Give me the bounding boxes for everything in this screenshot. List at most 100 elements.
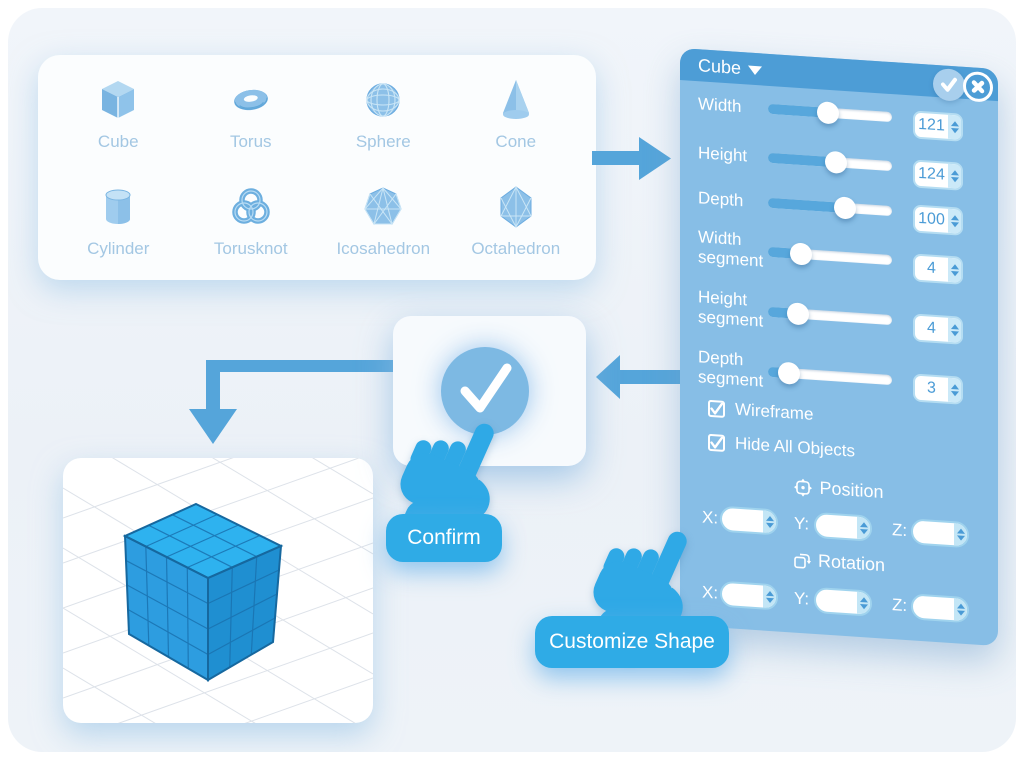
customize-panel: Cube Width 121 Height 124 [680,48,998,647]
icosahedron-icon [359,183,407,231]
slider-label: Height segment [698,287,764,331]
slider-label: Depth segment [698,347,764,391]
cube-3d [122,502,284,682]
depth-segment-slider[interactable] [768,361,892,386]
slider-thumb[interactable] [816,101,839,125]
check-icon [710,436,723,449]
stepper-icon[interactable] [857,516,870,540]
palette-item-octahedron[interactable]: Octahedron [450,168,583,275]
palette-item-cylinder[interactable]: Cylinder [52,168,185,275]
rotation-y-input[interactable] [814,586,872,617]
confirm-button[interactable]: Confirm [386,514,502,562]
shape-label: Cube [97,132,139,152]
viewport-scene [63,458,373,723]
checkbox-label: Wireframe [735,399,814,424]
shape-label: Torus [229,132,272,152]
height-slider[interactable] [768,150,892,175]
depth-slider[interactable] [768,196,892,220]
x-label: X: [702,507,719,528]
slider-thumb[interactable] [786,302,809,326]
palette-item-torus[interactable]: Torus [185,61,318,168]
stepper-icon[interactable] [948,163,961,189]
height-value-input[interactable]: 124 [913,159,963,191]
check-icon [710,402,723,415]
move-icon [794,478,813,497]
width-slider[interactable] [768,101,892,125]
palette-item-torusknot[interactable]: Torusknot [185,168,318,275]
dropdown-caret-icon[interactable] [748,65,762,76]
checkbox-label: Hide All Objects [735,433,855,461]
stepper-icon[interactable] [948,208,961,234]
torusknot-icon [227,183,275,231]
check-icon [941,77,957,92]
width-value-input[interactable]: 121 [913,110,963,142]
shape-label: Icosahedron [336,238,431,258]
slider-row-width-segment: Width segment 4 [680,227,998,285]
section-label: Rotation [817,550,886,576]
confirm-check-button[interactable] [441,347,529,435]
stepper-icon[interactable] [948,317,961,343]
cube-icon [94,76,142,124]
shape-label: Torusknot [213,238,288,258]
cylinder-icon [94,183,142,231]
stepper-icon[interactable] [954,523,967,547]
rotate-icon [794,553,811,568]
panel-close-button[interactable] [963,70,993,103]
stepper-icon[interactable] [763,585,776,609]
rotation-z-input[interactable] [911,593,969,624]
wireframe-row: Wireframe [708,399,813,424]
z-label: Z: [892,520,908,541]
slider-row-width: Width 121 [680,94,998,142]
position-z-input[interactable] [911,518,969,549]
depth-value-input[interactable]: 100 [913,204,963,236]
stepper-icon[interactable] [954,598,967,622]
check-icon [460,363,512,413]
slider-thumb[interactable] [833,196,856,220]
width-segment-input[interactable]: 4 [913,253,963,285]
slider-row-height-segment: Height segment 4 [680,287,998,345]
panel-apply-button[interactable] [933,67,965,102]
height-segment-input[interactable]: 4 [913,313,963,345]
panel-title: Cube [698,55,742,79]
height-segment-slider[interactable] [768,302,892,326]
position-y-input[interactable] [814,511,872,542]
hide-all-objects-row: Hide All Objects [708,433,855,461]
shape-label: Cone [495,132,537,152]
stepper-icon[interactable] [948,377,961,403]
y-label: Y: [794,513,810,534]
y-label: Y: [794,588,810,609]
flow-arrow-right-icon [592,137,671,180]
wireframe-checkbox[interactable] [708,399,725,418]
slider-thumb[interactable] [778,361,801,385]
slider-label: Width [698,94,742,117]
slider-label: Width segment [698,227,764,271]
slider-thumb[interactable] [825,150,848,175]
shape-label: Cylinder [87,238,150,258]
shape-palette: Cube Torus [38,55,596,280]
depth-segment-input[interactable]: 3 [913,373,963,405]
palette-item-cube[interactable]: Cube [52,61,185,168]
palette-item-icosahedron[interactable]: Icosahedron [317,168,450,275]
stepper-icon[interactable] [948,257,961,283]
slider-row-height: Height 124 [680,143,998,191]
section-label: Position [819,477,884,503]
viewport-3d[interactable] [63,458,373,723]
sphere-icon [359,76,407,124]
canvas: Cube Torus [8,8,1016,752]
torus-icon [227,76,275,124]
slider-thumb[interactable] [790,242,813,266]
shape-label: Sphere [355,132,411,152]
octahedron-icon [492,183,540,231]
stepper-icon[interactable] [857,591,870,615]
flow-arrow-left-icon [596,355,684,399]
hide-all-objects-checkbox[interactable] [708,433,725,452]
customize-shape-button[interactable]: Customize Shape [535,616,729,668]
stepper-icon[interactable] [948,114,961,140]
palette-item-sphere[interactable]: Sphere [317,61,450,168]
position-header: Position [680,469,998,511]
shape-label: Octahedron [471,238,561,258]
z-label: Z: [892,595,908,616]
stepper-icon[interactable] [763,510,776,534]
width-segment-slider[interactable] [768,242,892,266]
palette-item-cone[interactable]: Cone [450,61,583,168]
